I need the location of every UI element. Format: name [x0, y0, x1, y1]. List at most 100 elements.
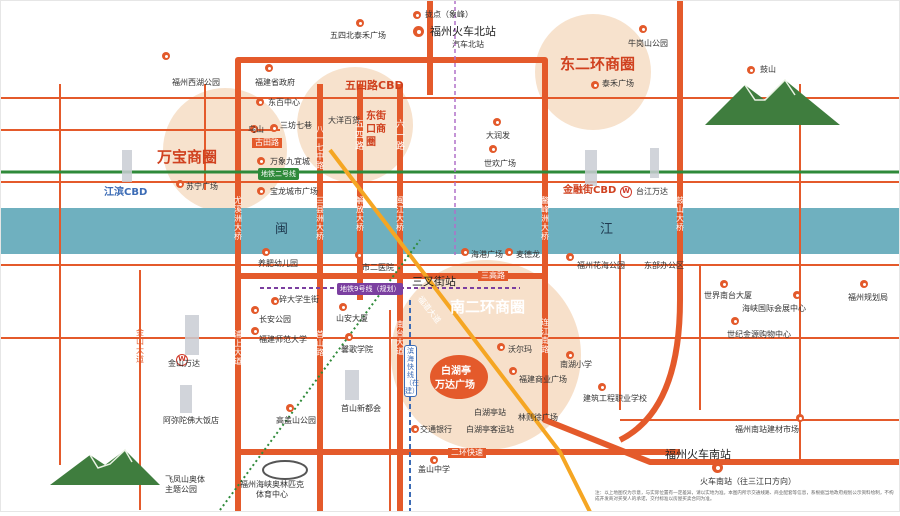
wanda-logo-jinshan: W [176, 354, 188, 366]
tower-jinshan [185, 315, 199, 355]
pin-gaogai [286, 404, 294, 412]
pin-fj-mall [509, 367, 517, 375]
road-label-jiefang: 解放大桥 [356, 196, 364, 232]
feifeng-mountain [50, 448, 160, 485]
pin-fj-school [345, 333, 353, 341]
pin-cuiwan [271, 297, 279, 305]
pin-changan [251, 306, 259, 314]
station-icon-fz-south [712, 462, 723, 473]
project-marker [430, 355, 488, 399]
dongjiekou-zone-label: 东街口商圈 [366, 111, 386, 148]
poi-fj-school: 馨歌学院 [341, 345, 373, 354]
poi-taihe-east: 泰禾广场 [602, 79, 634, 88]
poi-suning: 苏宁广场 [186, 182, 218, 191]
road-label-gushan: 鼓山大桥 [676, 196, 684, 232]
metro-line-1 [328, 148, 592, 513]
poi-wolma: 沃尔玛 [508, 345, 532, 354]
poi-haixia-conv: 海峡国际会展中心 [742, 304, 806, 313]
pin-ganlu [413, 11, 421, 19]
pin-wolma [497, 343, 505, 351]
pin-taihe-east [591, 81, 599, 89]
metro-line-2-tag: 地铁二号线 [258, 168, 299, 180]
poi-fj-gov: 福建省政府 [255, 78, 295, 87]
jinrongjie-cbd-label: 金融街CBD [563, 185, 617, 196]
pin-shihua [489, 145, 497, 153]
dong-erhuan-zone-label: 东二环商圈 [560, 55, 636, 73]
dong-erhuan-zone-circle [535, 14, 651, 130]
pin-dongbai [256, 98, 264, 106]
poi-jianzhu-school: 建筑工程职业学校 [583, 394, 647, 403]
road-label-minjiang: 闽江大桥 [396, 196, 404, 232]
pin-gushan-mtn [747, 66, 755, 74]
poi-nanhu-school: 南湖小学 [560, 360, 592, 369]
project-label-1: 白湖亭 [441, 366, 471, 377]
poi-fz-house: 福州规划局 [848, 293, 888, 302]
jiangbin-cbd-label: 江滨CBD [104, 187, 148, 198]
pin-fz-house [860, 280, 868, 288]
pin-jianzhu [598, 383, 606, 391]
poi-olympic: 福州海峡奥林匹克 体育中心 [240, 480, 304, 499]
major-roads [235, 0, 900, 512]
tower-jiangbin [122, 150, 132, 182]
poi-baolong: 宝龙城市广场 [270, 187, 318, 196]
footnote: 注：以上地图仅为示意，与实际位置有一定差异，请以实地为准。本图内所示交通线路、商… [595, 491, 894, 502]
poi-wanxiang: 万象九宜城 [270, 157, 310, 166]
pin-suning [176, 180, 184, 188]
poi-fz-south: 福州火车南站 [665, 448, 731, 461]
pin-fj-normal [251, 327, 259, 335]
wanbao-zone-label: 万宝商圈 [157, 148, 218, 166]
tower-jinrongjie [585, 150, 597, 186]
pin-baolong [257, 187, 265, 195]
poi-er-hospital: 市二医院 [362, 263, 394, 272]
road-label-pushang: 浦上大道 [234, 330, 242, 366]
pin-wusibei [356, 19, 364, 27]
poi-gaisan-mid: 盖山中学 [418, 465, 450, 474]
pin-fj-gov [265, 64, 273, 72]
poi-changan: 长安公园 [259, 315, 291, 324]
pin-sanfang [270, 124, 278, 132]
poi-gaogai: 高盖山公园 [276, 416, 316, 425]
poi-cuiwan: 碎大学生街 [279, 295, 319, 304]
min-river [0, 208, 900, 254]
pin-dashuai [493, 118, 501, 126]
poi-sanfang: 三坊七巷 [280, 121, 312, 130]
road-label-youxizhou: 尤溪洲大桥 [234, 196, 242, 241]
road-label-lianjiang: 连江南路 [541, 318, 549, 354]
pin-shijin [731, 317, 739, 325]
poi-fz-station: 福州火车北站 [430, 25, 496, 38]
poi-shoushan-new: 首山新都会 [341, 404, 381, 413]
pin-fz-nanzhan-building [796, 414, 804, 422]
station-icon-fz-north [413, 26, 424, 37]
road-label-sangao: 三高路 [478, 271, 508, 281]
poi-jinshan-wanda: 金山万达 [168, 359, 200, 368]
nan-erhuan-zone-label: 南二环商圈 [450, 298, 526, 316]
road-label-jinshan: 金山大道 [136, 328, 144, 364]
poi-wusibei-taihe: 五四北泰禾广场 [330, 31, 386, 40]
pin-maideqiong [505, 248, 513, 256]
wanda-logo-taijiang: W [620, 186, 632, 198]
tower-amituofo [180, 385, 192, 413]
pin-gaisan-mid [430, 456, 438, 464]
poi-bus-north: 汽车北站 [452, 40, 484, 49]
pin-jiaotong [411, 425, 419, 433]
poi-niugangshan: 牛岗山公园 [628, 39, 668, 48]
poi-baihu-bus: 白湖亭客运站 [466, 425, 514, 434]
pin-haijie [461, 248, 469, 256]
poi-dongbai: 东百中心 [268, 98, 300, 107]
road-label-nantai: 南台大道 [396, 320, 404, 356]
metro-line-9-tag: 地铁9号线（规划） [337, 283, 404, 295]
poi-fz-nanzhan-building: 福州南站建材市场 [735, 425, 799, 434]
river-char-min: 闽 [275, 222, 289, 237]
poi-dashuai: 大润发 [486, 131, 510, 140]
pin-er-hospital [355, 251, 363, 259]
gushan-mountain [705, 78, 840, 125]
road-label-liuyi: 六一路 [395, 120, 405, 152]
poi-feifeng: 飞凤山奥体 主题公园 [165, 475, 205, 494]
poi-linzexu: 林则徐广场 [518, 413, 558, 422]
poi-wushan: 乌山 [248, 125, 264, 134]
pin-haixia-conv [793, 291, 801, 299]
poi-amituofo: 阿弥陀佛大饭店 [163, 416, 219, 425]
river-char-jiang: 江 [600, 222, 614, 237]
metro-binhai-tag: 滨海快线（在建） [404, 345, 419, 397]
road-label-aofeng: 鳌峰洲大桥 [541, 196, 549, 241]
